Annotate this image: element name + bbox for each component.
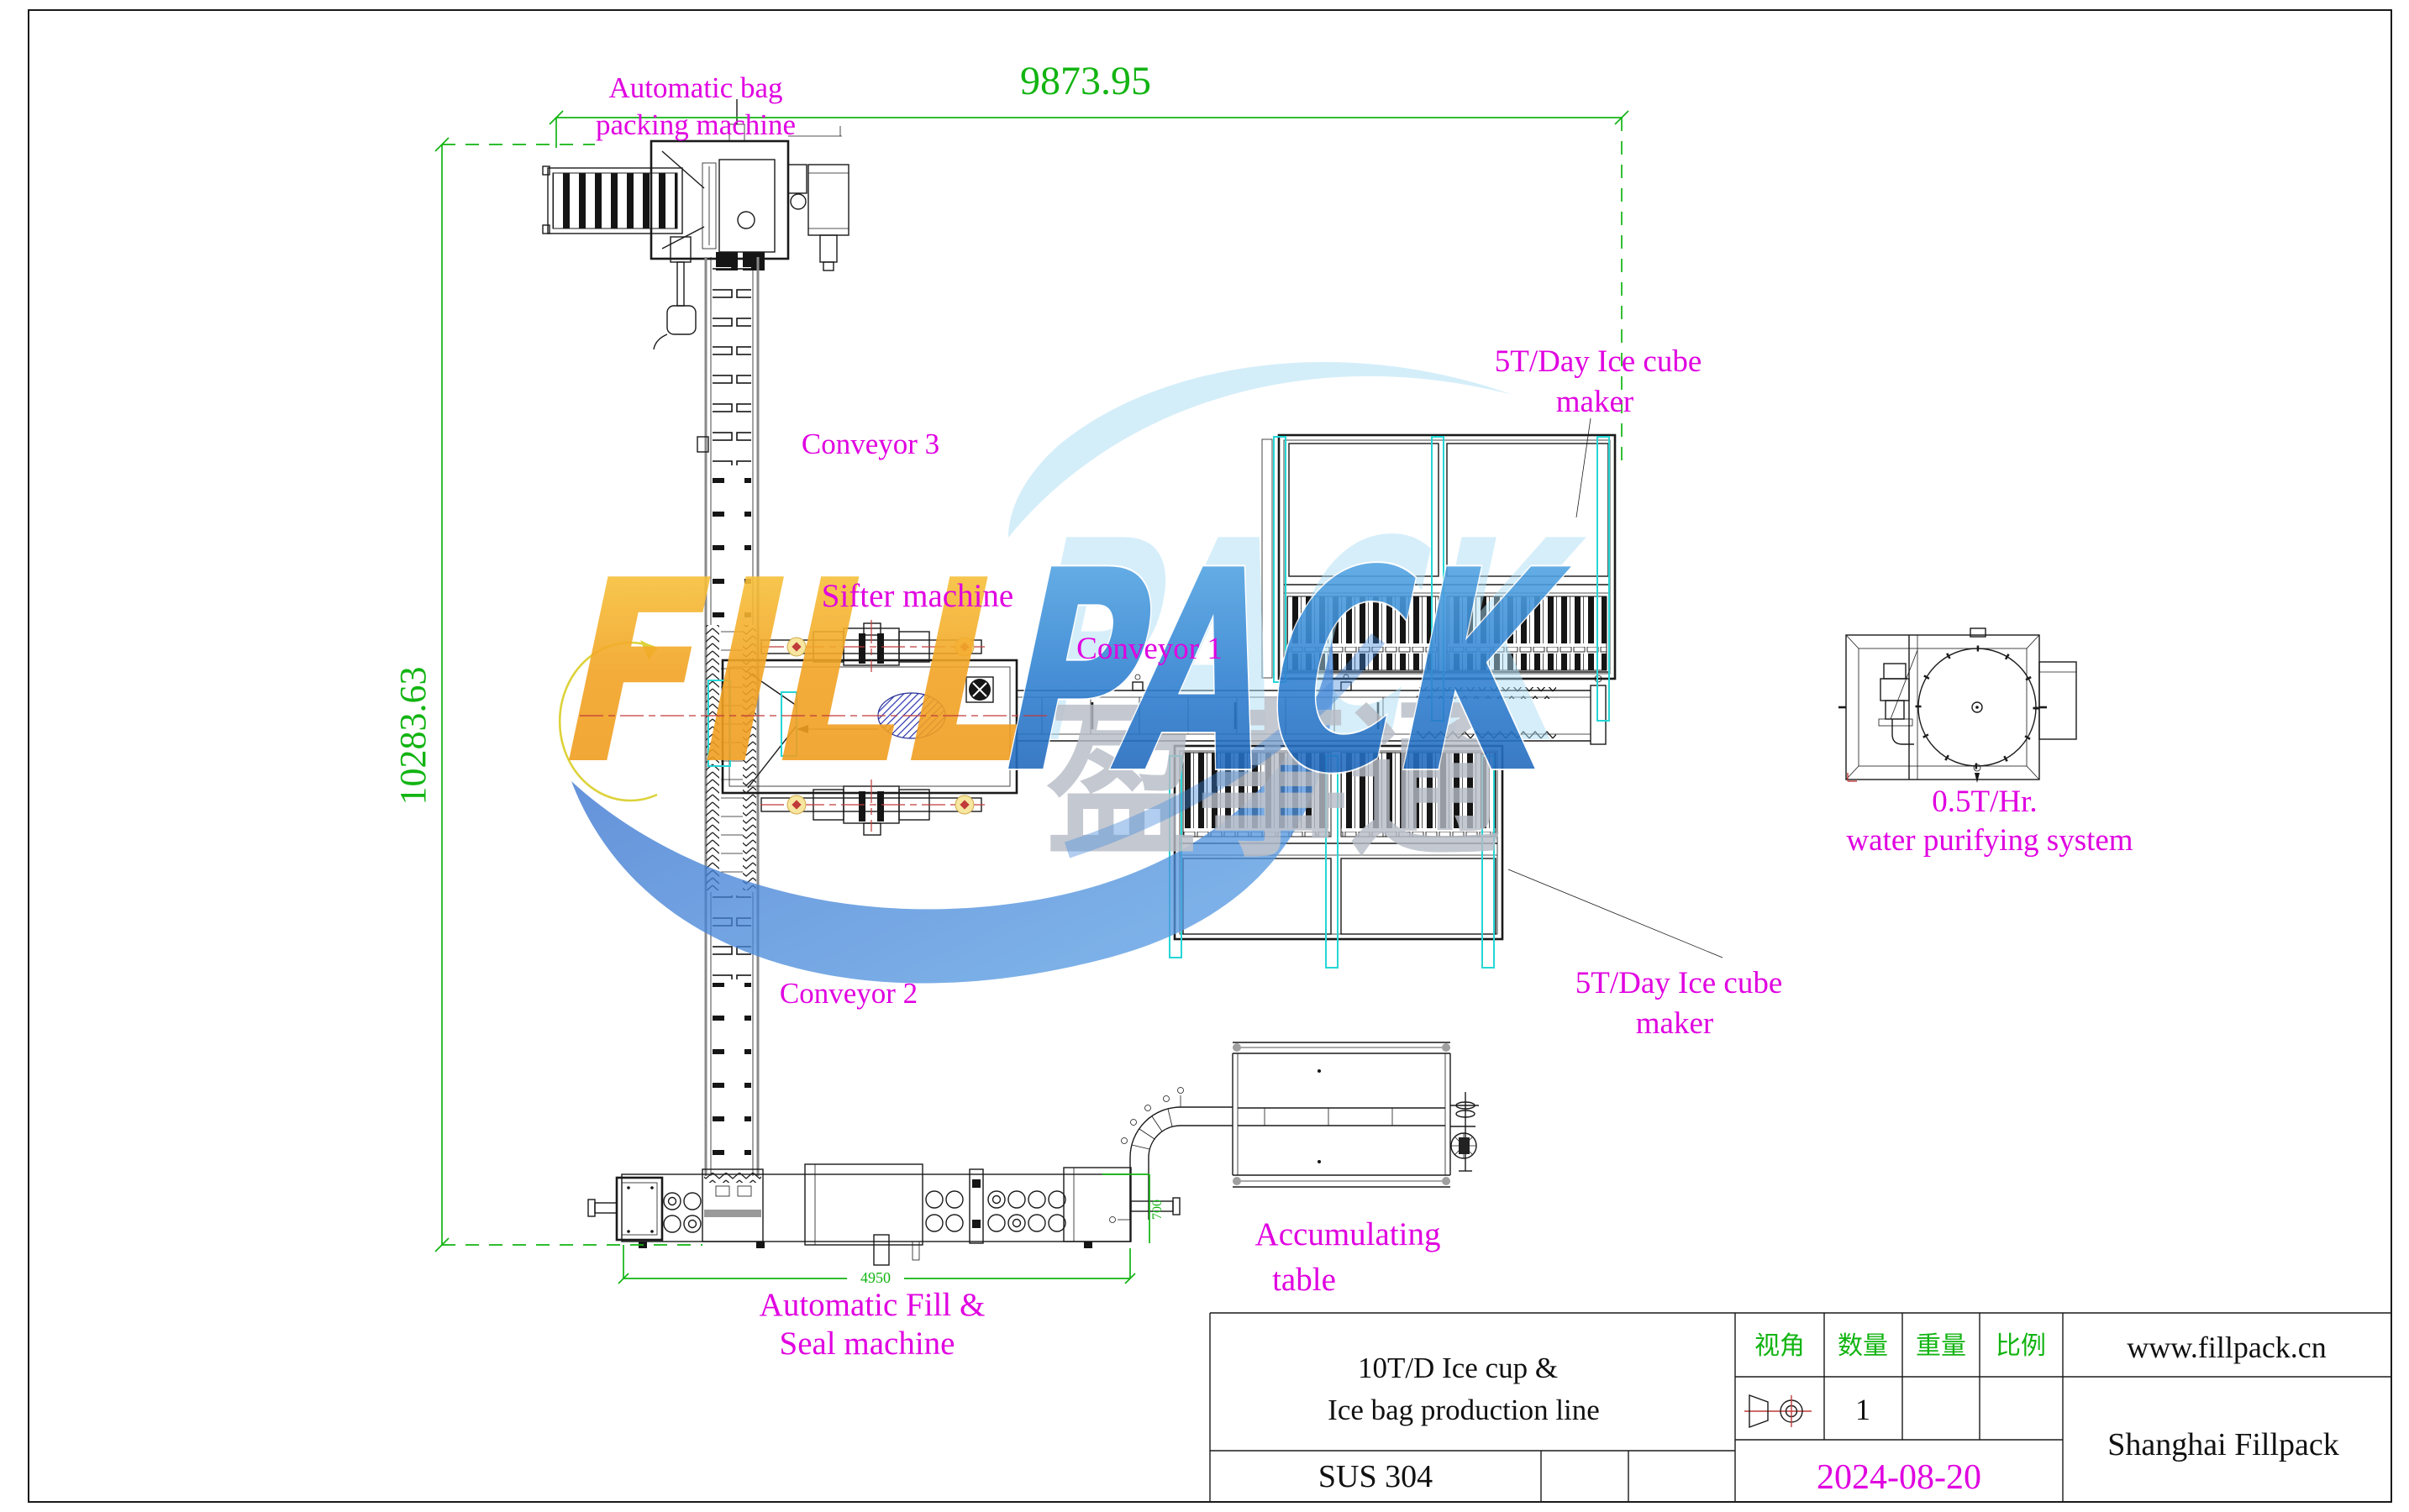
fill-seal-machine	[587, 1163, 1181, 1266]
dim-outfeed-width: 700	[1150, 1200, 1165, 1220]
label-conveyor2: Conveyor 2	[780, 977, 918, 1010]
ice-cube-maker-top	[1261, 417, 1617, 722]
dim-total-height: 10283.63	[392, 667, 434, 806]
dim-total-width: 9873.95	[1020, 59, 1151, 103]
watermark-chinese: 盈事通	[1046, 685, 1500, 880]
header-view-angle: 视角	[1754, 1332, 1805, 1360]
fillpack-watermark: PACK 盈事通 FILL PACK	[538, 361, 1606, 984]
dimensions: 9873.95 10283.63 4950 700	[392, 59, 1629, 1286]
quantity-value: 1	[1855, 1393, 1870, 1426]
drawing-date: 2024-08-20	[1817, 1458, 1981, 1497]
label-conveyor3: Conveyor 3	[802, 428, 939, 460]
label-sifter: Sifter machine	[822, 578, 1014, 614]
header-weight: 重量	[1916, 1332, 1966, 1360]
title-block: 10T/D Ice cup & Ice bag production line …	[1209, 1312, 2391, 1502]
projection-symbol	[1744, 1394, 1812, 1428]
water-purifying-system	[1838, 627, 2077, 783]
bag-packing-machine	[542, 99, 849, 350]
label-water-1: 0.5T/Hr.	[1932, 785, 2037, 819]
label-accumulating-1: Accumulating	[1255, 1216, 1441, 1252]
sifter-machine	[558, 620, 1018, 890]
watermark-swoosh	[571, 638, 1333, 984]
material-spec: SUS 304	[1318, 1459, 1433, 1494]
website: www.fillpack.cn	[2127, 1331, 2327, 1364]
label-ice-maker-bottom-2: maker	[1636, 1006, 1713, 1041]
header-quantity: 数量	[1838, 1332, 1888, 1360]
label-conveyor1: Conveyor 1	[1076, 632, 1223, 666]
label-accumulating-2: table	[1272, 1262, 1336, 1298]
label-water-2: water purifying system	[1846, 823, 2133, 858]
label-fill-seal-1: Automatic Fill &	[760, 1287, 986, 1323]
rotation-arrow	[558, 641, 658, 802]
dim-fill-seal-length: 4950	[860, 1269, 891, 1286]
watermark-light-swoosh	[1008, 361, 1512, 538]
accumulating-table	[1232, 1042, 1479, 1188]
conveyor-1	[1017, 674, 1607, 745]
product-title-line2: Ice bag production line	[1328, 1394, 1600, 1426]
curve-conveyor	[1109, 1087, 1233, 1223]
vibration-bushings	[786, 637, 975, 815]
label-bag-packing-1: Automatic bag	[608, 71, 782, 104]
product-title-line1: 10T/D Ice cup &	[1358, 1352, 1558, 1384]
cup-stations-left	[663, 1192, 702, 1233]
label-ice-maker-top-2: maker	[1556, 385, 1633, 419]
watermark-fill: FILL	[538, 526, 1070, 820]
label-bag-packing-2: packing machine	[596, 108, 796, 141]
label-ice-maker-top-1: 5T/Day Ice cube	[1495, 344, 1702, 379]
conveyor-3	[697, 257, 760, 625]
company-name: Shanghai Fillpack	[2107, 1427, 2338, 1462]
watermark-pack: PACK	[977, 511, 1591, 834]
label-ice-maker-bottom-1: 5T/Day Ice cube	[1575, 966, 1783, 1000]
cup-stations-right	[925, 1190, 1066, 1232]
label-fill-seal-2: Seal machine	[780, 1326, 955, 1362]
header-scale: 比例	[1996, 1332, 2046, 1360]
labels: Automatic bag packing machine Conveyor 3…	[596, 71, 2133, 1362]
